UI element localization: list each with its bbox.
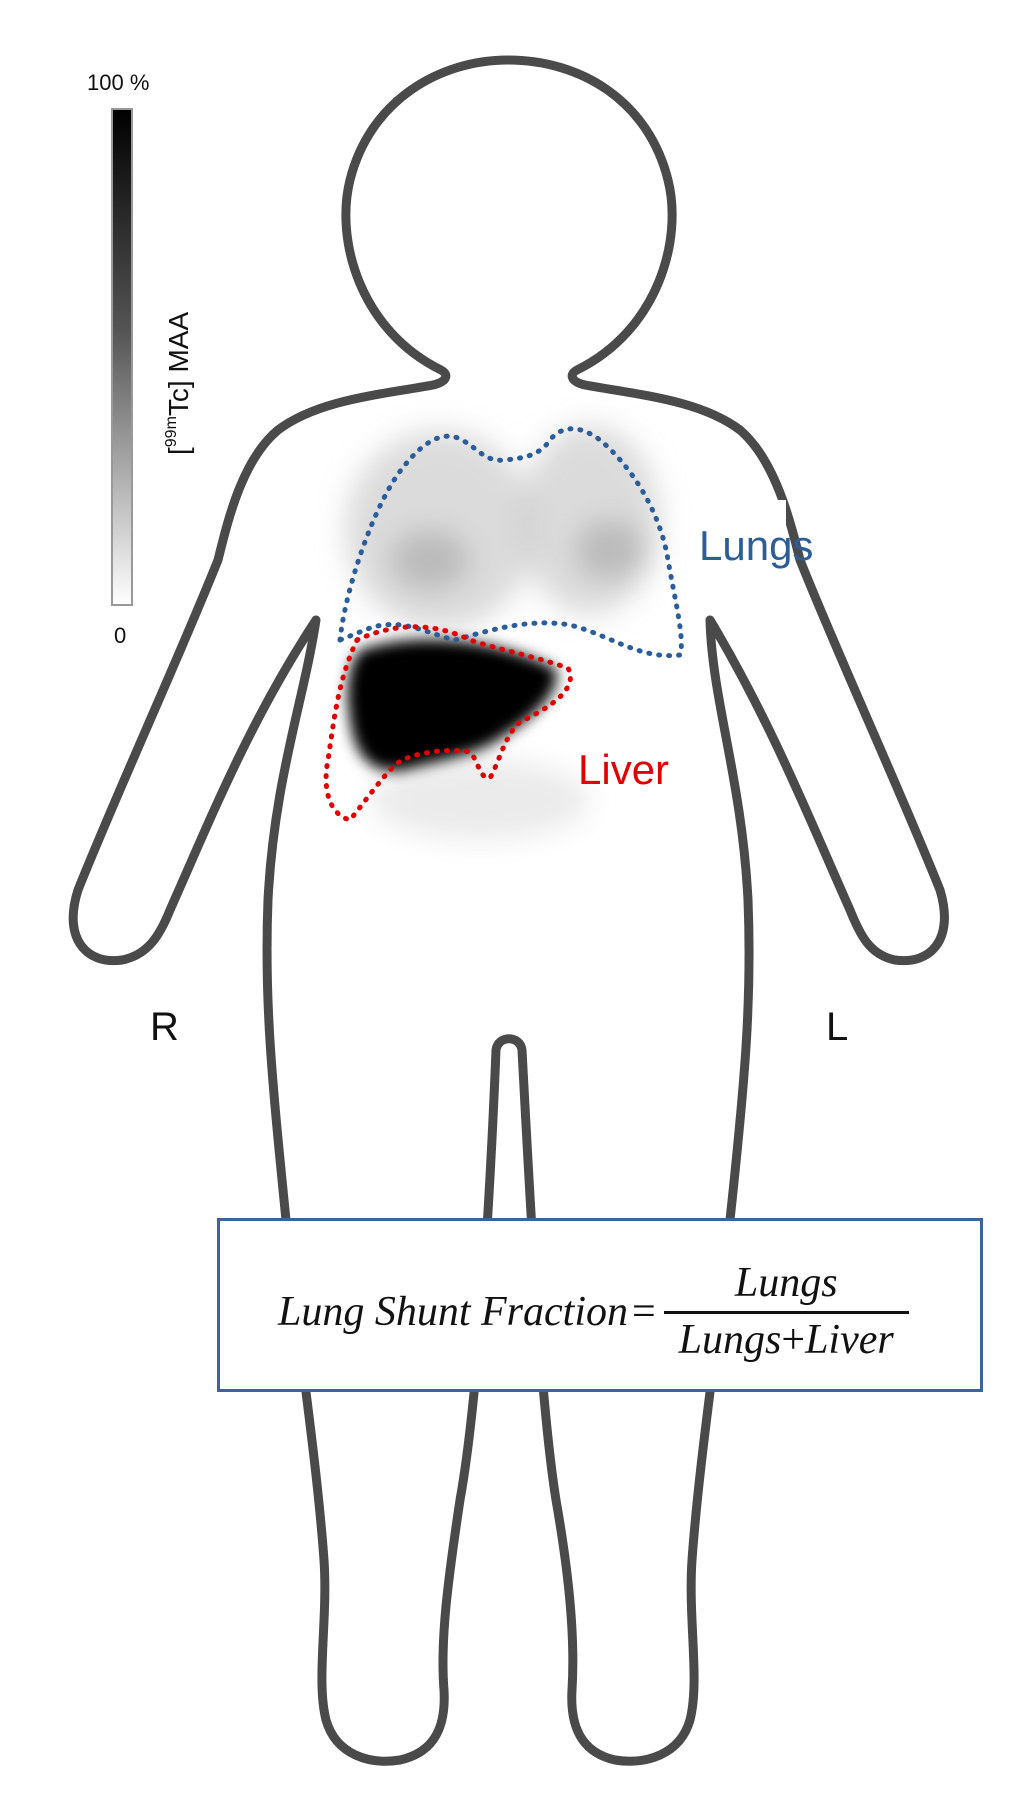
lung-shunt-formula: Lung Shunt Fraction = Lungs Lungs+Liver: [278, 1259, 909, 1364]
formula-denominator-a: Lungs: [678, 1317, 782, 1363]
liver-label: Liver: [578, 746, 670, 793]
formula-numerator: Lungs: [734, 1260, 838, 1306]
colorbar-title-bracket: [: [163, 447, 194, 455]
formula-plus: +: [781, 1317, 806, 1363]
lungs-label: Lungs: [699, 522, 814, 569]
formula-denominator-b: Liver: [805, 1317, 894, 1363]
colorbar-title-element: Tc: [163, 388, 194, 417]
left-side-marker: L: [826, 1005, 849, 1049]
head-and-body-outline: [68, 55, 949, 1766]
formula-equals: =: [632, 1288, 656, 1335]
formula-fraction: Lungs Lungs+Liver: [663, 1259, 909, 1364]
label-gap: [760, 500, 786, 590]
fraction-bar: [663, 1311, 909, 1314]
formula-lhs: Lung Shunt Fraction: [278, 1288, 629, 1335]
formula-box: Lung Shunt Fraction = Lungs Lungs+Liver: [217, 1218, 983, 1392]
colorbar-min-label: 0: [114, 623, 127, 648]
liver-uptake: [347, 639, 557, 771]
colorbar-title-rest: ] MAA: [163, 311, 194, 389]
liver-roi-contour: [323, 624, 573, 823]
body-outline: [68, 55, 949, 1766]
colorbar-title-isotope-mass: 99m: [163, 416, 180, 448]
colorbar-max-label: 100 %: [87, 70, 150, 95]
formula-denominator: Lungs+Liver: [679, 1314, 894, 1364]
lungs-roi-contour: [337, 426, 684, 659]
colorbar-title: [99mTc] MAA: [163, 312, 195, 455]
colorbar: [111, 108, 133, 606]
right-side-marker: R: [150, 1005, 179, 1049]
